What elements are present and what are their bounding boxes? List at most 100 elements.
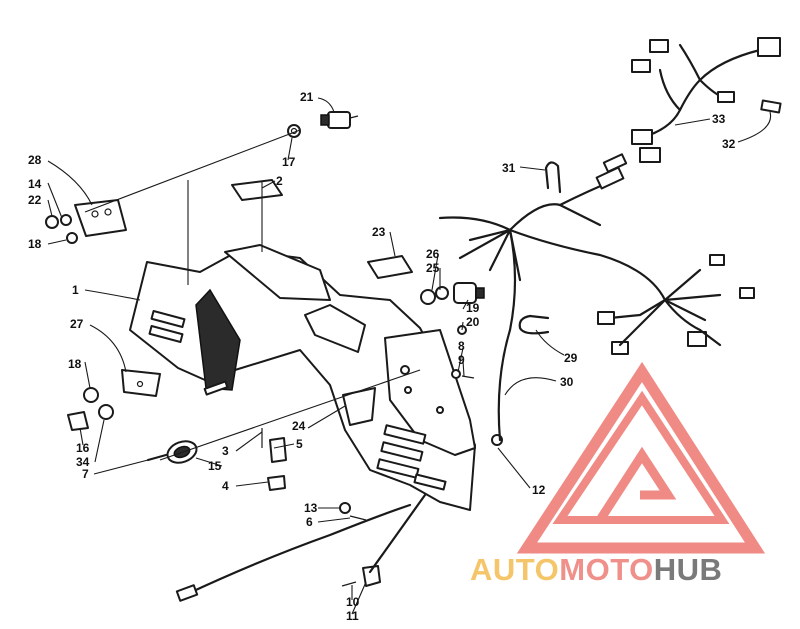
ignition-back xyxy=(475,287,485,299)
housing-slot-1 xyxy=(150,309,186,329)
switch-terminal xyxy=(349,115,359,119)
harness-33-connector-2 xyxy=(631,59,651,73)
label-11: 11 xyxy=(346,609,359,623)
housing-slot-2 xyxy=(148,324,184,344)
label-1: 1 xyxy=(72,283,79,297)
alignment-line-4 xyxy=(159,369,421,461)
label-30: 30 xyxy=(560,375,574,389)
label-23: 23 xyxy=(372,225,386,239)
label-26: 26 xyxy=(426,247,440,261)
clip-part-4 xyxy=(267,475,286,491)
label-17: 17 xyxy=(282,155,296,169)
label-18-lower: 18 xyxy=(68,357,82,371)
clip-part-5 xyxy=(269,437,287,463)
watermark-auto: AUTO xyxy=(470,552,559,587)
alignment-line-1 xyxy=(84,129,301,213)
hood-housing-part-1 xyxy=(129,244,476,511)
clamp-part-31 xyxy=(544,161,562,194)
harness-upper-branch xyxy=(438,178,617,232)
label-6: 6 xyxy=(306,515,313,529)
logo-letter-g xyxy=(596,446,677,523)
side-slot-3 xyxy=(376,458,420,479)
label-19: 19 xyxy=(466,301,480,315)
harness-33-connector-6 xyxy=(639,147,661,163)
label-28: 28 xyxy=(28,153,42,167)
side-panel-part-24 xyxy=(384,329,476,456)
harness-tail-leads xyxy=(618,298,722,347)
grommet-part-18-lower xyxy=(83,387,99,403)
washer-part-13 xyxy=(339,502,351,514)
harness-connector-6 xyxy=(739,287,755,299)
label-25: 25 xyxy=(426,261,440,275)
screw-part-10 xyxy=(341,581,357,587)
harness-branch-lead xyxy=(558,203,602,227)
nut-part-26 xyxy=(420,289,436,305)
housing-bracket xyxy=(304,304,366,353)
label-4: 4 xyxy=(222,479,229,493)
washer-part-14 xyxy=(60,214,72,226)
screw-part-6 xyxy=(349,515,367,521)
label-14: 14 xyxy=(28,177,42,191)
leader-lines xyxy=(47,97,772,615)
gasket-part-24 xyxy=(342,387,376,426)
nut-part-22 xyxy=(45,215,59,229)
side-hole-3 xyxy=(436,406,444,414)
label-18-top: 18 xyxy=(28,237,42,251)
decal-part-23 xyxy=(367,255,413,279)
label-29: 29 xyxy=(564,351,578,365)
side-slot-2 xyxy=(380,441,424,462)
harness-connector-4 xyxy=(611,341,629,355)
harness-right-branch xyxy=(508,228,702,332)
harness-33-branches xyxy=(658,43,727,112)
ignition-switch-part-19 xyxy=(453,282,485,304)
plate-hole-1 xyxy=(91,210,99,218)
label-21: 21 xyxy=(300,90,314,104)
harness-33-connector-1 xyxy=(649,39,669,53)
harness-down-branch xyxy=(497,228,517,442)
connector-part-32 xyxy=(760,99,782,114)
label-22: 22 xyxy=(28,193,42,207)
washer-part-25 xyxy=(435,286,449,300)
label-10: 10 xyxy=(346,595,360,609)
wiring-harness-part-30 xyxy=(438,153,755,442)
watermark-logo xyxy=(516,361,766,554)
housing-slot-3 xyxy=(203,380,229,396)
washer-part-8 xyxy=(451,369,461,379)
label-2: 2 xyxy=(276,174,283,188)
label-24: 24 xyxy=(292,419,306,433)
label-31: 31 xyxy=(502,161,516,175)
label-33: 33 xyxy=(712,112,726,126)
harness-33-connector-5 xyxy=(631,129,653,145)
side-hole-2 xyxy=(404,386,412,394)
label-12: 12 xyxy=(532,483,546,497)
screw-part-7 xyxy=(146,453,168,462)
label-32: 32 xyxy=(722,137,736,151)
label-7: 7 xyxy=(82,467,89,481)
watermark-moto: MOTO xyxy=(559,552,653,587)
harness-right-leads xyxy=(608,268,722,322)
housing-top-panel xyxy=(224,244,331,301)
switch-toggle xyxy=(320,114,330,126)
watermark-hub: HUB xyxy=(654,552,723,587)
housing-opening xyxy=(195,288,241,391)
switch-part-21 xyxy=(320,111,359,129)
plate-part-28 xyxy=(74,199,127,237)
label-27: 27 xyxy=(70,317,84,331)
switch-body xyxy=(327,111,351,129)
harness-33-connector-4 xyxy=(717,91,735,103)
lower-cable-terminal xyxy=(175,584,199,602)
side-slot-1 xyxy=(383,424,427,445)
wiring-harness-part-33 xyxy=(631,37,781,163)
nut-part-34 xyxy=(98,404,114,420)
side-hole-1 xyxy=(400,365,410,375)
watermark-text: AUTOMOTOHUB xyxy=(470,552,722,587)
clip-part-16 xyxy=(67,411,89,431)
label-20: 20 xyxy=(466,315,480,329)
bracket-part-27 xyxy=(121,369,161,397)
grommet-part-18-top xyxy=(66,232,78,244)
side-slot-4 xyxy=(413,473,447,491)
harness-connector-3 xyxy=(597,311,615,325)
harness-connector-5 xyxy=(687,331,707,347)
plate-hole-2 xyxy=(104,208,112,216)
lower-cable xyxy=(183,503,412,597)
